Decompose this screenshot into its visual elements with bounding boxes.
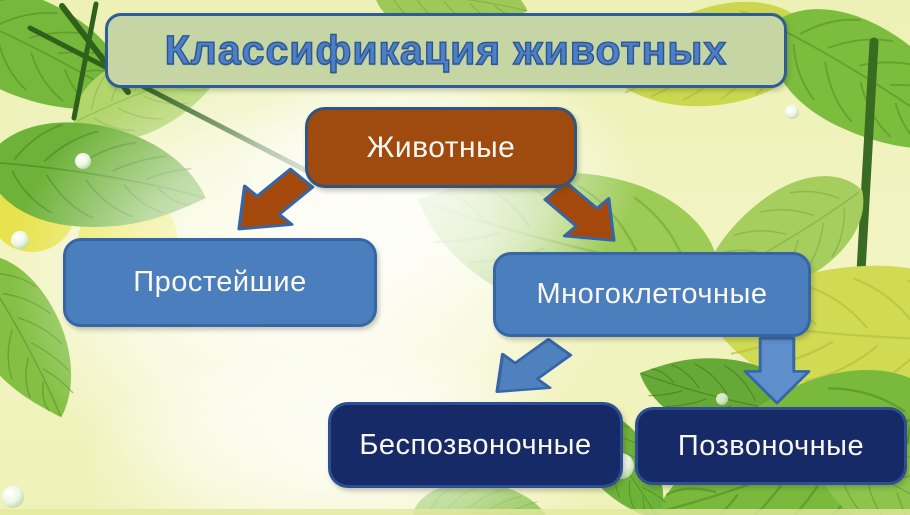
arrow-multicellular-to-vertebrates [743, 337, 811, 405]
slide-title: Классификация животных [164, 26, 728, 73]
node-animals: Животные [305, 107, 577, 188]
node-invertebrates: Беспозвоночные [328, 402, 623, 488]
arrow-animals-to-multicellular [543, 180, 616, 242]
node-multicellular-label: Многоклеточные [536, 278, 768, 310]
node-protozoa-label: Простейшие [133, 266, 307, 298]
node-vertebrates-label: Позвоночные [677, 429, 865, 462]
node-animals-label: Животные [366, 130, 516, 164]
node-invertebrates-label: Беспозвоночные [359, 428, 592, 461]
arrow-multicellular-to-invertebrates [495, 338, 573, 393]
node-vertebrates: Позвоночные [635, 407, 907, 485]
arrow-animals-to-protozoa [237, 167, 315, 231]
slide-title-box: Классификация животных [105, 13, 787, 88]
node-multicellular: Многоклеточные [493, 252, 811, 337]
node-protozoa: Простейшие [63, 238, 377, 327]
